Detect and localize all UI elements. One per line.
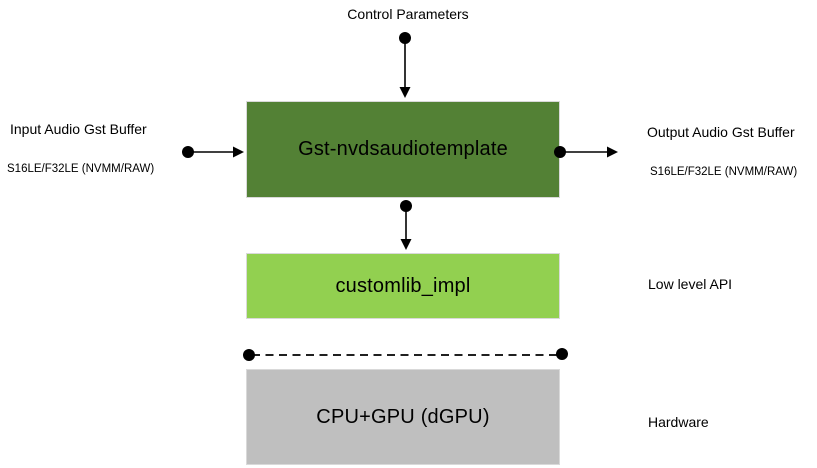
control-parameters-arrow	[399, 32, 411, 98]
connector-dot	[556, 348, 568, 360]
output-buffer-format-label: S16LE/F32LE (NVMM/RAW)	[650, 166, 798, 178]
input-buffer-arrow	[182, 146, 244, 158]
hardware-label: Hardware	[648, 414, 709, 430]
customlib-impl-box: customlib_impl	[246, 253, 560, 319]
customlib-impl-box-label: customlib_impl	[335, 274, 471, 297]
connector-dot	[182, 146, 194, 158]
cpu-gpu-box: CPU+GPU (dGPU)	[246, 369, 560, 465]
input-buffer-format-label: S16LE/F32LE (NVMM/RAW)	[7, 163, 155, 175]
connector-dot	[400, 200, 412, 212]
low-level-api-label: Low level API	[648, 276, 733, 292]
input-buffer-label: Input Audio Gst Buffer	[10, 121, 147, 137]
output-buffer-arrow	[554, 146, 618, 158]
gst-nvdsaudiotemplate-box-label: Gst-nvdsaudiotemplate	[298, 138, 508, 160]
connector-dot	[399, 32, 411, 44]
hardware-boundary-dashed-line	[243, 348, 568, 361]
gst-nvdsaudiotemplate-box: Gst-nvdsaudiotemplate	[246, 101, 560, 198]
control-parameters-label: Control Parameters	[347, 6, 469, 22]
template-to-customlib-arrow	[400, 200, 412, 250]
output-buffer-label: Output Audio Gst Buffer	[647, 124, 795, 140]
connector-dot	[243, 349, 255, 361]
cpu-gpu-box-label: CPU+GPU (dGPU)	[316, 405, 490, 428]
